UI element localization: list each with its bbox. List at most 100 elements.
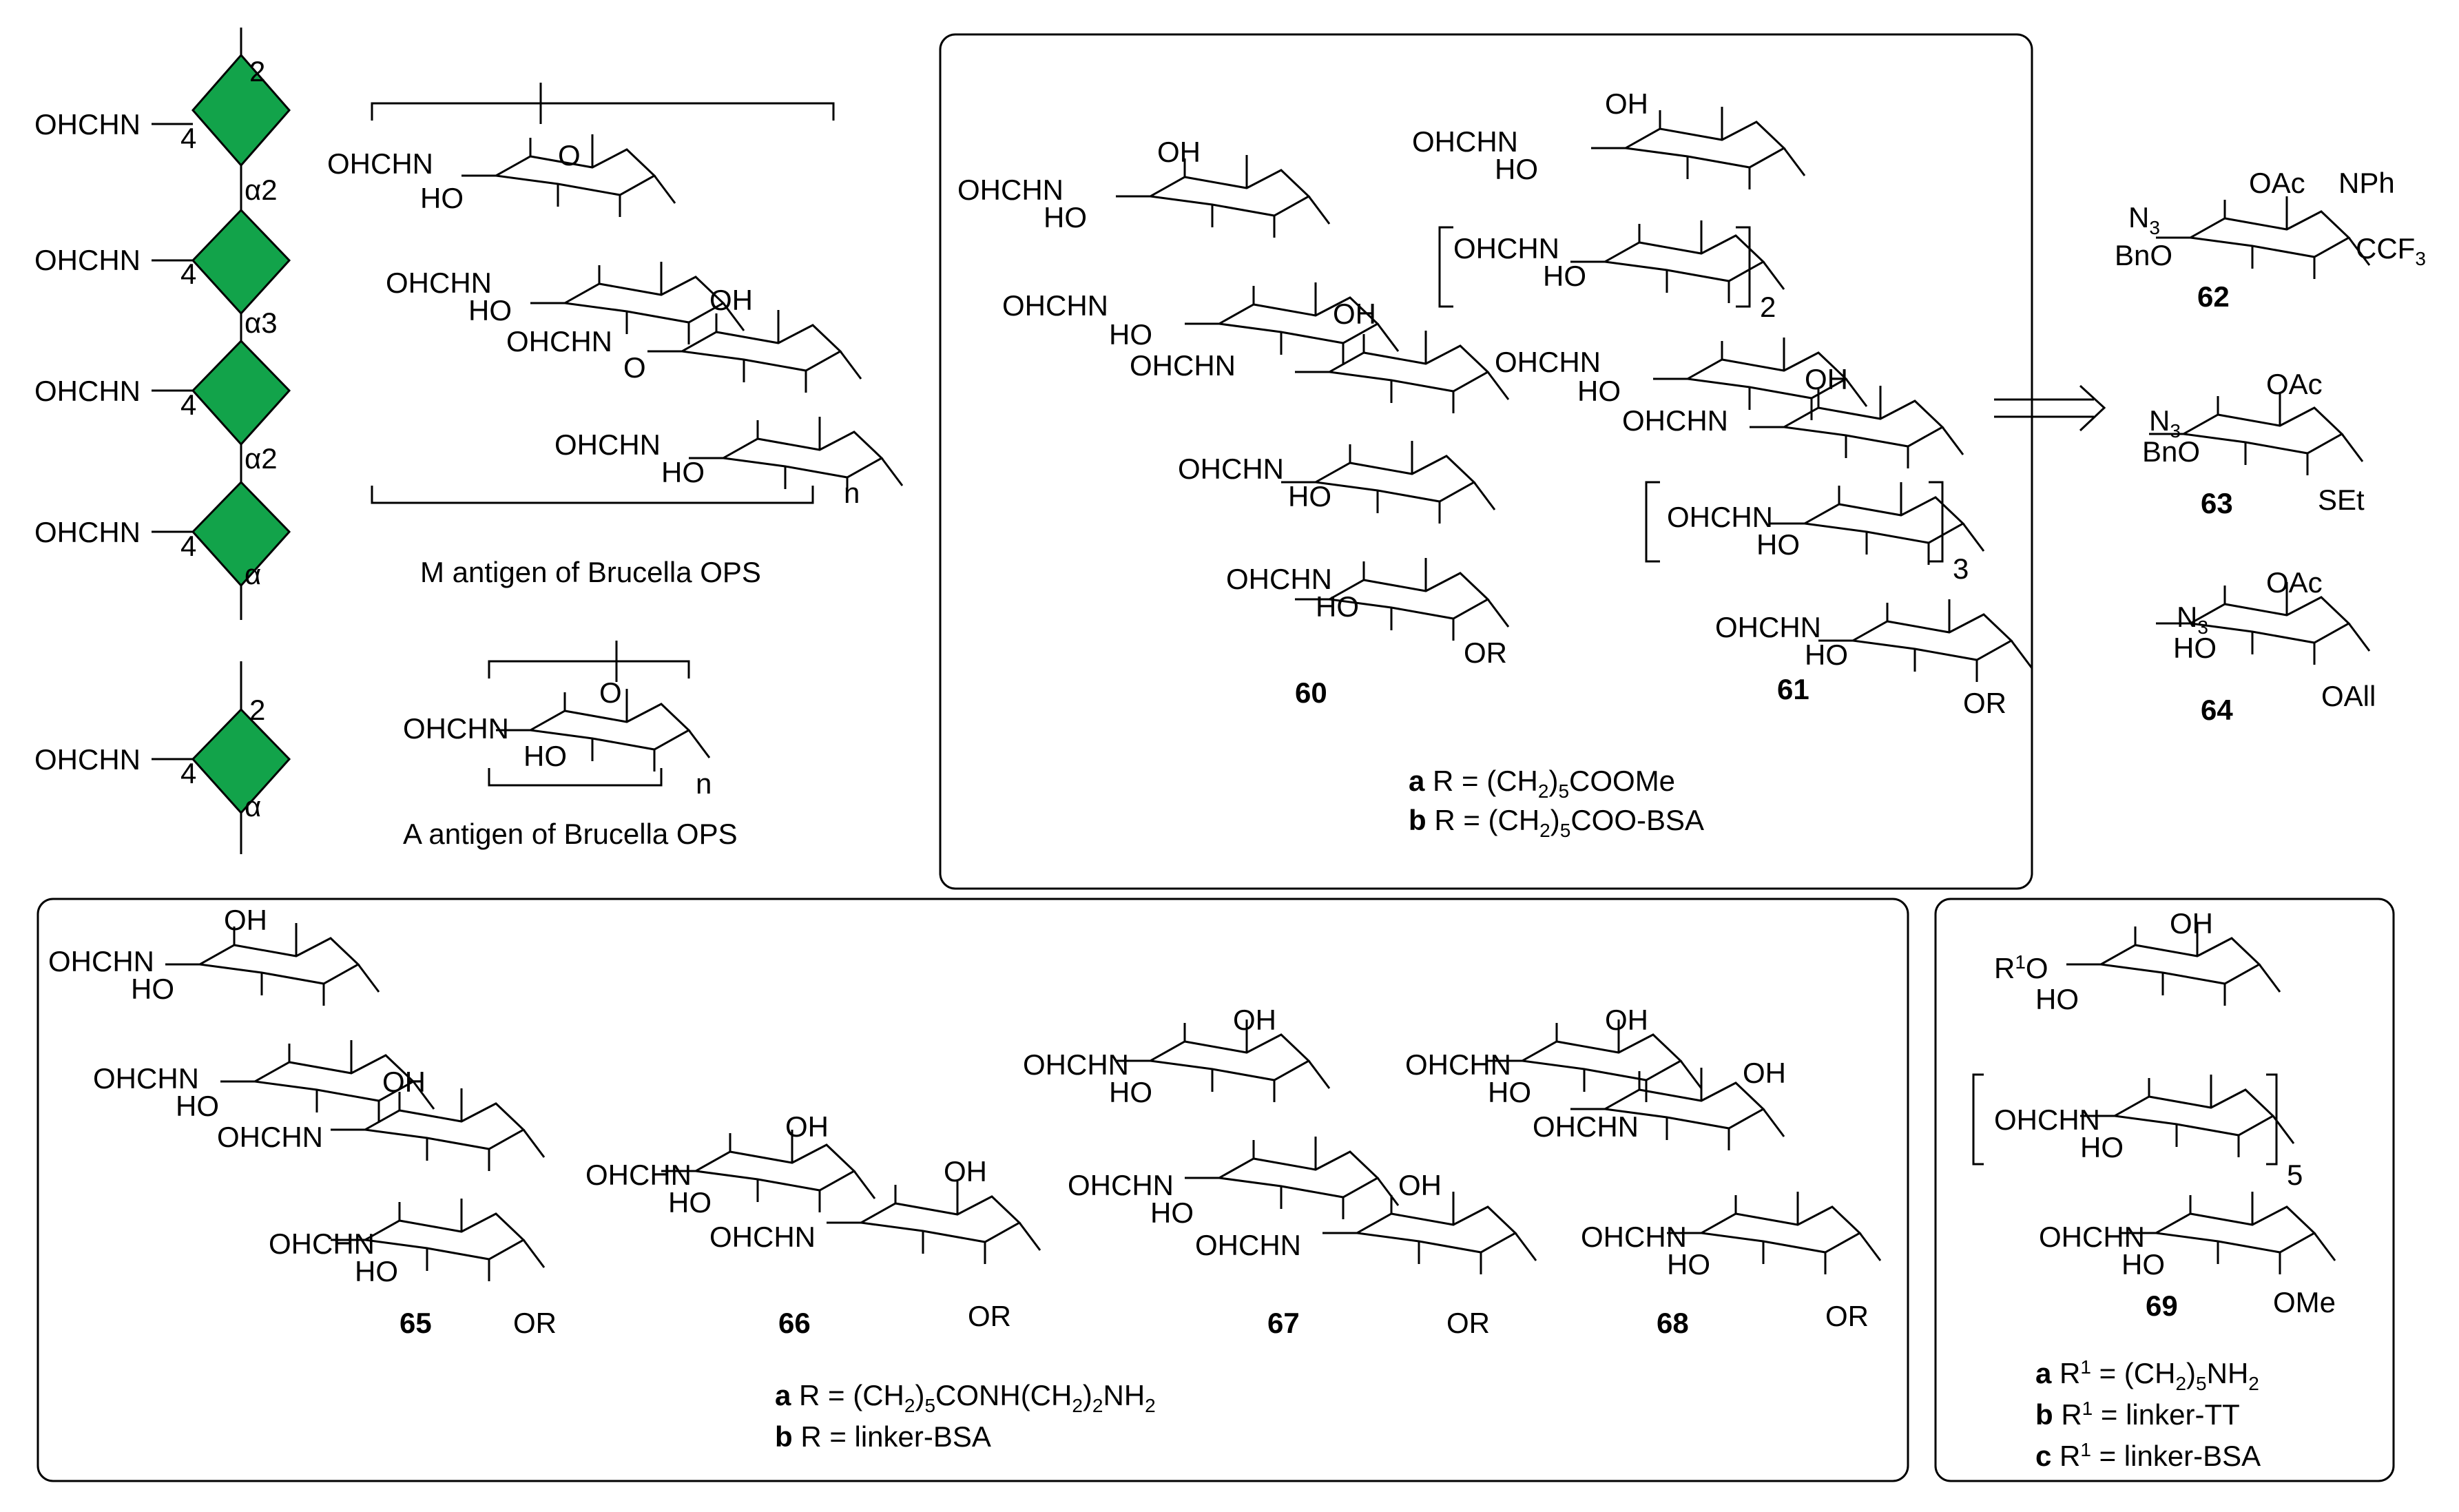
chain-linkage-1: α2 [245, 174, 278, 206]
bb64-ho: HO [2173, 632, 2217, 664]
m-ho-4: HO [661, 456, 705, 488]
c69-ho-2: HO [2080, 1131, 2124, 1163]
c65-ho-1: HO [131, 973, 174, 1005]
box1-def-a: a R = (CH2)5COOMe [1409, 765, 1675, 802]
c68-ohchn-2: OHCHN [1533, 1110, 1639, 1143]
chain-substituent-2: OHCHN [34, 244, 141, 276]
c65-ho-2: HO [176, 1090, 219, 1122]
building-block-62: N3 BnO OAc NPh CCF3 62 [2115, 167, 2426, 313]
c60-oh-3: OH [1333, 298, 1376, 330]
c67-ho-2: HO [1150, 1197, 1194, 1229]
c61-ho-3: HO [1577, 375, 1621, 407]
compound-69-label: 69 [2146, 1290, 2178, 1322]
m-ohchn-1: OHCHN [327, 147, 433, 180]
chain-linkage-2: α3 [245, 307, 278, 339]
m-ho-1: HO [420, 182, 464, 214]
box2-def-a: a R = (CH2)5CONH(CH2)2NH2 [775, 1379, 1156, 1416]
c61-ho-1: HO [1495, 153, 1538, 185]
a-o: O [599, 676, 622, 709]
c60-ho-4: HO [1288, 480, 1331, 512]
chain-position-3: 4 [180, 389, 196, 421]
c60-oh-1: OH [1157, 136, 1201, 168]
c66-oh-2: OH [944, 1155, 987, 1188]
c66-or: OR [968, 1300, 1011, 1332]
c69-ohchn-2: OHCHN [1994, 1104, 2100, 1136]
c61-or: OR [1963, 687, 2006, 719]
c68-ho-3: HO [1667, 1248, 1710, 1281]
c67-or: OR [1446, 1307, 1490, 1339]
chain-position-4: 4 [180, 530, 196, 562]
compound-68-label: 68 [1657, 1307, 1689, 1339]
symbol-chain: OHCHN OHCHN OHCHN OHCHN 2 4 4 4 4 α2 α3 … [34, 28, 291, 620]
c65-oh-3: OH [382, 1066, 426, 1098]
bb63-oac: OAc [2266, 368, 2323, 400]
sugar-symbol-4 [191, 480, 291, 588]
single-linkage: α [245, 790, 261, 822]
c68-oh-1: OH [1605, 1004, 1648, 1036]
m-antigen-structure: OHCHN HO O OHCHN HO OH OHCHN O OHCHN HO … [327, 83, 904, 588]
c68-ohchn-1: OHCHN [1405, 1048, 1511, 1081]
chain-substituent-1: OHCHN [34, 108, 141, 141]
m-repeat-n: n [844, 477, 860, 509]
c61-repeat-2: 2 [1760, 291, 1776, 323]
m-o-1: O [558, 139, 581, 172]
c61-ohchn-2: OHCHN [1453, 232, 1559, 265]
c67-ohchn-2: OHCHN [1068, 1169, 1174, 1201]
m-antigen-caption: M antigen of Brucella OPS [420, 556, 761, 588]
symbol-single: OHCHN 2 4 α [34, 661, 291, 854]
building-block-64: N3 HO OAc OAll 64 [2155, 566, 2376, 726]
c68-ohchn-3: OHCHN [1581, 1221, 1687, 1253]
compound-63-label: 63 [2201, 487, 2233, 519]
compound-66-label: 66 [778, 1307, 811, 1339]
c67-ohchn-3: OHCHN [1195, 1229, 1301, 1261]
c69-ohchn-3: OHCHN [2039, 1221, 2145, 1253]
bb62-n3: N3 [2128, 201, 2160, 238]
retrosynthetic-arrow [1994, 384, 2106, 432]
bb64-oac: OAc [2266, 566, 2323, 599]
c60-or: OR [1464, 636, 1507, 669]
c65-ohchn-1: OHCHN [48, 945, 154, 977]
compound-65-label: 65 [400, 1307, 432, 1339]
c65-ho-4: HO [355, 1255, 398, 1287]
c61-ho-2: HO [1543, 260, 1586, 292]
c67-oh-1: OH [1233, 1004, 1276, 1036]
chain-substituent-4: OHCHN [34, 516, 141, 548]
c60-ohchn-3: OHCHN [1130, 349, 1236, 382]
chain-linkage-4: α [245, 558, 261, 590]
box3-def-c: c R1 = linker-BSA [2035, 1439, 2261, 1472]
box-compound-69: R1O HO OH OHCHN HO 5 OHCHN HO OMe 69 a R… [1934, 898, 2395, 1482]
c61-ohchn-4: OHCHN [1622, 404, 1728, 437]
c60-ohchn-5: OHCHN [1226, 563, 1332, 595]
c60-ohchn-1: OHCHN [957, 174, 1064, 206]
c60-ho-1: HO [1044, 201, 1087, 234]
c65-or: OR [513, 1307, 557, 1339]
box-compounds-65-68: OHCHN HO OH OHCHN HO OH OHCHN OHCHN HO O… [37, 898, 1909, 1482]
c61-ohchn-5: OHCHN [1667, 501, 1773, 533]
bb63-bno: BnO [2142, 435, 2200, 468]
compound-61-label: 61 [1777, 673, 1809, 705]
bb64-n3: N3 [2177, 601, 2208, 638]
c69-ho-3: HO [2121, 1248, 2165, 1281]
c65-ohchn-4: OHCHN [269, 1228, 375, 1260]
c61-ho-5: HO [1756, 528, 1800, 561]
c69-ome: OMe [2273, 1286, 2336, 1318]
a-ho: HO [523, 740, 567, 772]
box3-def-a: a R1 = (CH2)5NH2 [2035, 1356, 2259, 1394]
m-ohchn-4: OHCHN [554, 428, 661, 461]
box3-def-b: b R1 = linker-TT [2035, 1398, 2240, 1431]
single-top-position: 2 [249, 694, 265, 726]
bb62-nph: NPh [2338, 167, 2395, 199]
m-ohchn-2: OHCHN [386, 267, 492, 299]
compound-60-label: 60 [1295, 676, 1327, 709]
chain-position-2: 4 [180, 258, 196, 290]
c69-repeat-5: 5 [2287, 1159, 2303, 1191]
c60-ho-2: HO [1109, 318, 1152, 351]
sugar-symbol-3 [191, 339, 291, 446]
c61-ho-6: HO [1805, 639, 1848, 671]
a-antigen-caption: A antigen of Brucella OPS [403, 818, 738, 850]
box1-def-b: b R = (CH2)5COO-BSA [1409, 804, 1704, 841]
sugar-symbol-1 [191, 53, 291, 167]
c60-ohchn-4: OHCHN [1178, 453, 1284, 485]
